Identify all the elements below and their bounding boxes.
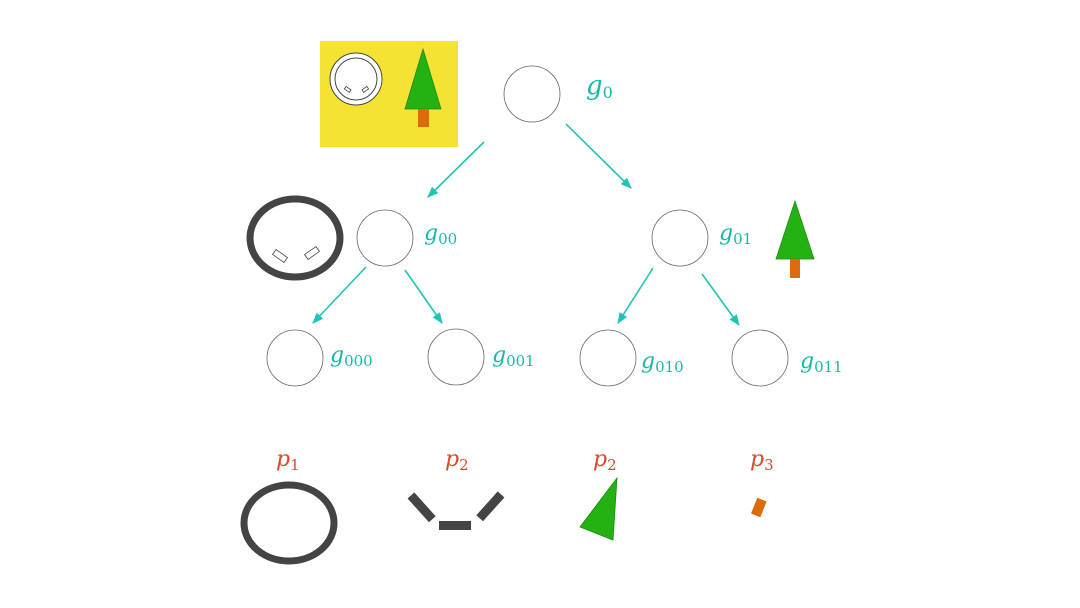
small-rectangle-icon xyxy=(750,497,767,518)
edge-g01-g010 xyxy=(617,267,654,324)
node-label: g010 xyxy=(641,349,684,376)
edge-g00-g001 xyxy=(404,269,443,324)
edge-g0-g01 xyxy=(565,123,632,189)
tree-node-g00: g00 xyxy=(356,209,457,267)
part-label: p2 xyxy=(445,447,469,474)
tree-node-g000: g000 xyxy=(266,329,373,387)
tree-node-g011: g011 xyxy=(731,329,843,387)
pine-tree-icon xyxy=(775,199,815,278)
part-label: p1 xyxy=(276,447,300,474)
part-label: p3 xyxy=(750,447,774,474)
tree-node-g01: g01 xyxy=(651,209,752,267)
node-label: g011 xyxy=(800,349,843,376)
node-label: g001 xyxy=(492,343,535,370)
part-label: p2 xyxy=(593,447,617,474)
node-label: g000 xyxy=(330,343,373,370)
node-label: g01 xyxy=(719,221,752,248)
tree-node-g0: g0 xyxy=(503,65,613,123)
face-features-icon xyxy=(407,491,505,530)
edge-g01-g011 xyxy=(701,273,740,326)
ellipse-ring-icon xyxy=(240,481,338,565)
tree-node-g010: g010 xyxy=(579,329,684,387)
node-label: g0 xyxy=(586,71,613,102)
face-outline-icon xyxy=(246,195,344,281)
edge-g00-g000 xyxy=(312,266,367,324)
edge-g0-g00 xyxy=(427,141,485,198)
scene-face-and-tree-icon xyxy=(320,41,458,147)
tree-node-g001: g001 xyxy=(427,328,535,386)
triangle-icon xyxy=(579,476,618,541)
edges xyxy=(312,123,740,326)
node-label: g00 xyxy=(424,221,457,248)
